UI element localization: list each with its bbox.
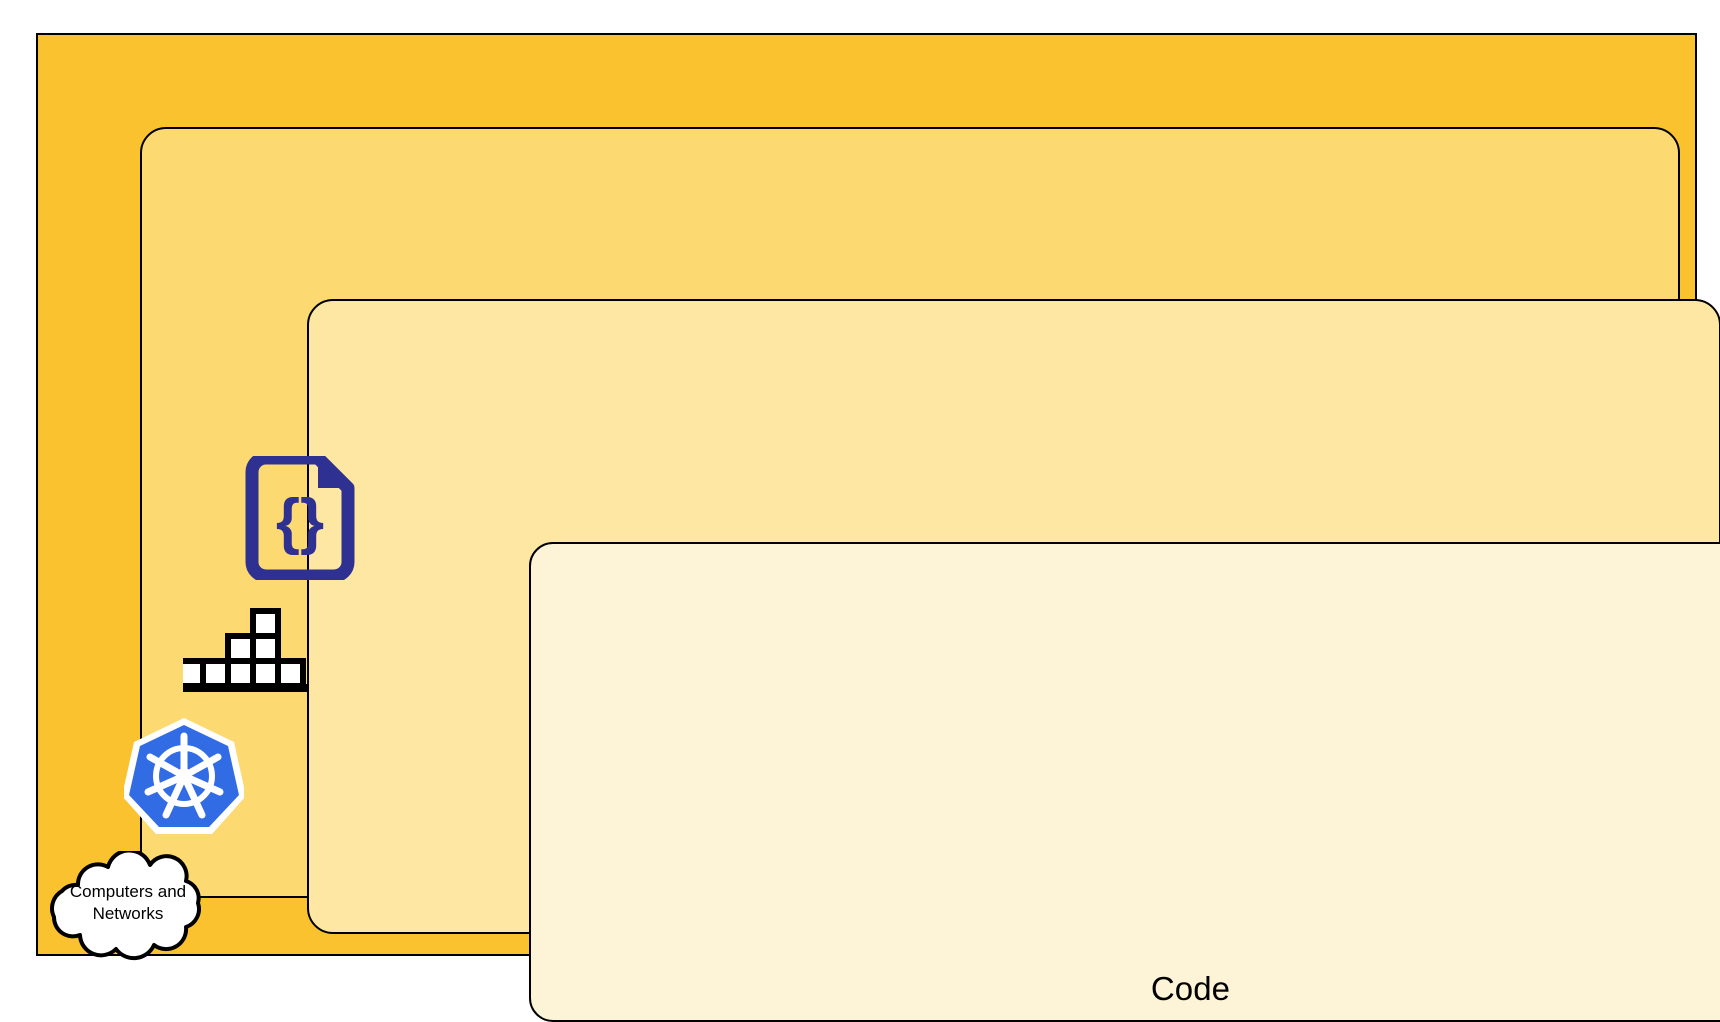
cloud-shape-icon bbox=[50, 851, 201, 961]
kubernetes-icon bbox=[122, 716, 246, 836]
computers-and-networks-cloud[interactable]: Computers and Networks bbox=[38, 851, 218, 961]
computers-and-networks-label: Computers and Networks bbox=[69, 882, 187, 923]
layer-cluster[interactable]: Cluster Container Code bbox=[140, 127, 1720, 1022]
code-file-icon: {} bbox=[244, 451, 356, 583]
layer-container[interactable]: Container Code bbox=[307, 299, 1720, 1022]
container-stack-icon bbox=[175, 607, 311, 692]
layer-datacenter[interactable]: Cloud/Co-Lo/Corporate Datacenter Cluster… bbox=[36, 33, 1720, 1022]
diagram-canvas: Cloud/Co-Lo/Corporate Datacenter Cluster… bbox=[36, 33, 1720, 1022]
layer-code-label: Code bbox=[1150, 970, 1231, 1007]
svg-text:{}: {} bbox=[276, 487, 324, 556]
layer-code[interactable]: Code bbox=[529, 542, 1720, 1022]
